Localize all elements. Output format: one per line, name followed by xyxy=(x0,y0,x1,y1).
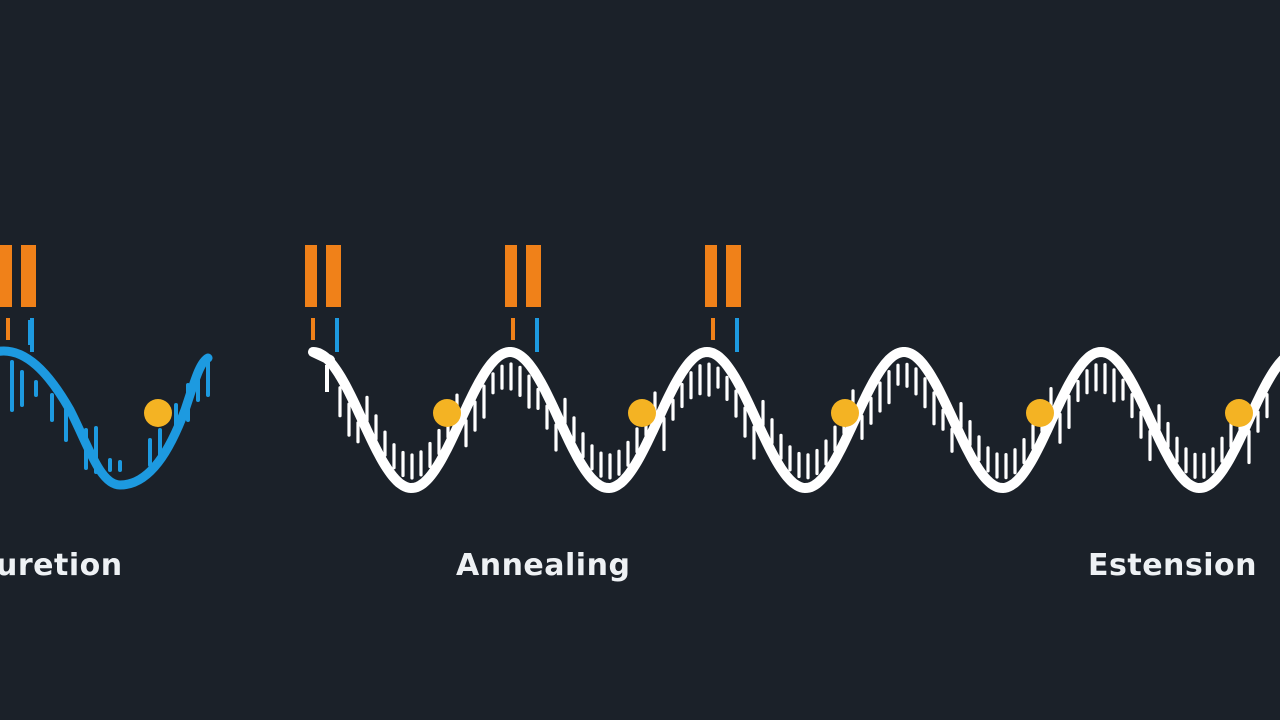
double-strand-group xyxy=(308,346,1280,494)
primer-bar xyxy=(726,245,741,307)
primer-bar xyxy=(305,245,317,307)
primer-group xyxy=(0,245,741,352)
polymerase-dot xyxy=(144,399,172,427)
double-strand-curve xyxy=(310,346,1280,494)
polymerase-dot xyxy=(433,399,461,427)
stage-label-extension: Estension xyxy=(1088,548,1258,583)
polymerase-dot xyxy=(1225,399,1253,427)
primer-bar xyxy=(505,245,517,307)
stage-label-denaturation: uretion xyxy=(0,548,123,583)
primer-bar xyxy=(326,245,341,307)
primer-stem xyxy=(6,318,10,340)
polymerase-dot xyxy=(628,399,656,427)
primer-stem xyxy=(711,318,715,340)
polymerase-group xyxy=(144,399,1253,427)
stage-label-annealing: Annealing xyxy=(456,548,631,583)
strand-start xyxy=(308,347,335,365)
denatured-strand-group xyxy=(0,320,213,490)
primer-stem xyxy=(735,318,739,352)
primer-stem xyxy=(30,318,34,352)
primer-bar xyxy=(526,245,541,307)
primer-stem xyxy=(535,318,539,352)
primer-stem xyxy=(335,318,339,352)
primer-bar xyxy=(21,245,36,307)
primer-stem xyxy=(511,318,515,340)
primer-stem xyxy=(311,318,315,340)
polymerase-dot xyxy=(1026,399,1054,427)
polymerase-dot xyxy=(831,399,859,427)
primer-bar xyxy=(705,245,717,307)
primer-bar xyxy=(0,245,12,307)
